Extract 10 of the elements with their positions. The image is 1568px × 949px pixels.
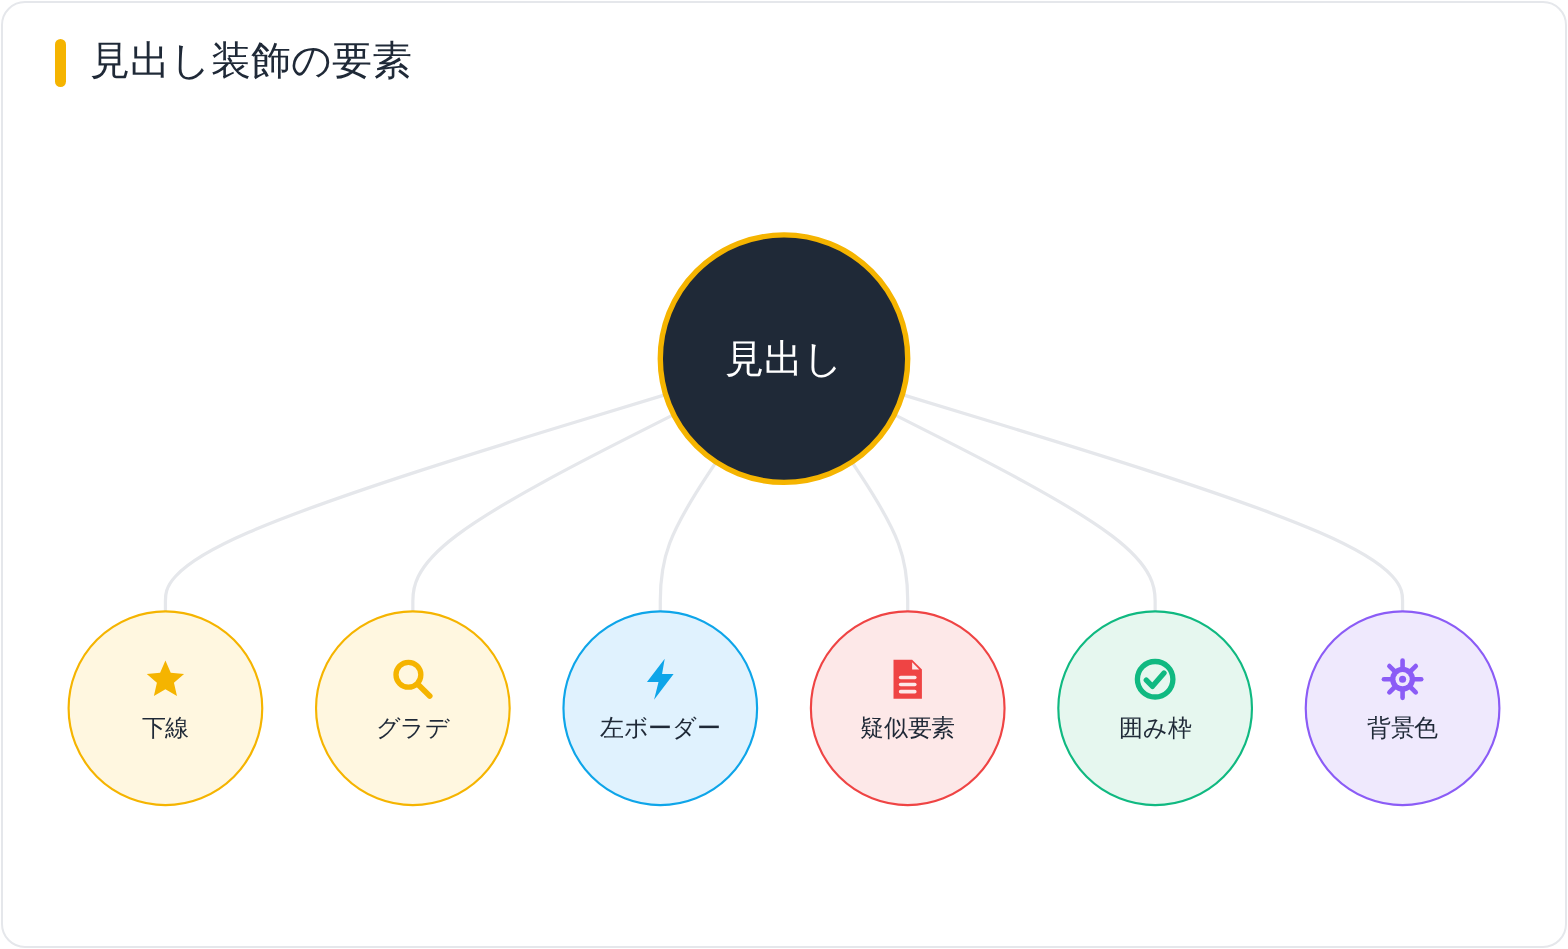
node-circle: 下線 <box>67 610 264 807</box>
node-circle: 囲み枠 <box>1057 610 1254 807</box>
title: 見出し装飾の要素 <box>90 36 412 85</box>
node-circle: 背景色 <box>1304 610 1501 807</box>
connector <box>658 461 718 612</box>
node-circle: 疑似要素 <box>809 610 1006 807</box>
node-circle: 左ボーダー <box>562 610 759 807</box>
node-circle: 見出し <box>657 232 911 486</box>
node-circle: グラデ <box>314 610 511 807</box>
connector <box>850 461 910 612</box>
